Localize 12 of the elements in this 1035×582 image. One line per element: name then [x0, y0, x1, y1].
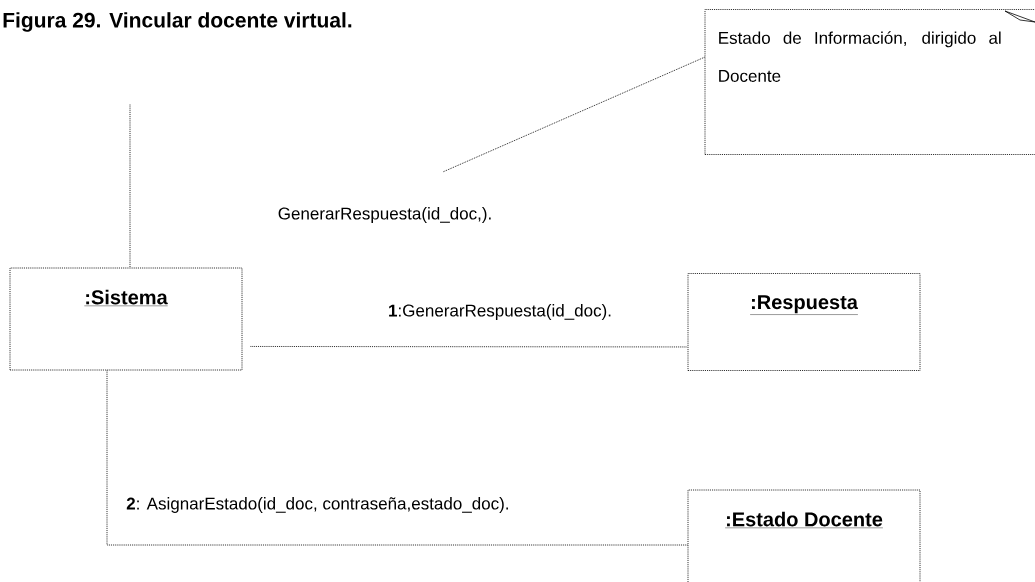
connector-line: [129, 104, 131, 268]
message-text: GenerarRespuesta(id_doc,).: [278, 207, 491, 223]
object-box: :Sistema: [9, 267, 243, 371]
connector-line: [106, 370, 688, 546]
note-box: Estado de Información, dirigido al Docente: [704, 9, 1035, 155]
leader-line: [442, 56, 705, 173]
object-box: :Estado Docente: [687, 489, 921, 582]
connector-line: [250, 346, 688, 348]
edge-label: 2: AsignarEstado(id_doc, contraseña,estado_doc).: [125, 496, 511, 514]
edge-label: 1:GenerarRespuesta(id_doc).: [387, 303, 613, 321]
figure-title: Figura 29. Vincular docente virtual.: [3, 12, 352, 32]
object-box: :Respuesta: [687, 273, 921, 371]
